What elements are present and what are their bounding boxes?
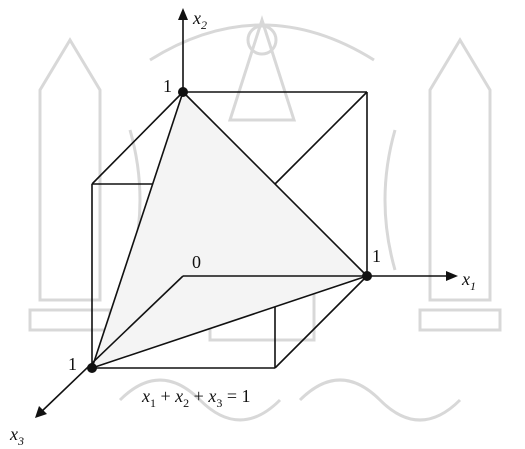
cube-edge-bottom-right bbox=[274, 275, 368, 369]
simplex-triangle bbox=[91, 91, 368, 369]
x1-axis-arrowhead bbox=[446, 271, 458, 281]
x2-axis-arrowhead bbox=[178, 8, 188, 20]
cube-edge-top-right bbox=[274, 91, 368, 185]
tick-label-x2: 1 bbox=[163, 76, 172, 96]
x3-axis-arrowhead bbox=[35, 406, 47, 418]
axis-label-x1: x1 bbox=[461, 269, 476, 293]
axes bbox=[35, 8, 458, 418]
simplex-edge-x2-x1 bbox=[182, 91, 368, 277]
vertex-x3 bbox=[87, 363, 97, 373]
vertex-x2 bbox=[178, 87, 188, 97]
tick-label-x1: 1 bbox=[372, 246, 381, 266]
cube-edge-top-left bbox=[91, 91, 184, 185]
origin-label: 0 bbox=[192, 252, 201, 272]
vertex-x1 bbox=[362, 271, 372, 281]
simplex-edge-x1-x3 bbox=[91, 275, 368, 369]
simplex-equation: x1 + x2 + x3 = 1 bbox=[141, 386, 250, 410]
cube-edges bbox=[91, 91, 368, 369]
simplex-edge-x2-x3 bbox=[91, 91, 184, 369]
x3-axis bbox=[39, 275, 184, 414]
axis-label-x3: x3 bbox=[9, 424, 24, 448]
vertices bbox=[87, 87, 372, 373]
tick-label-x3: 1 bbox=[68, 354, 77, 374]
axis-label-x2: x2 bbox=[192, 8, 207, 32]
